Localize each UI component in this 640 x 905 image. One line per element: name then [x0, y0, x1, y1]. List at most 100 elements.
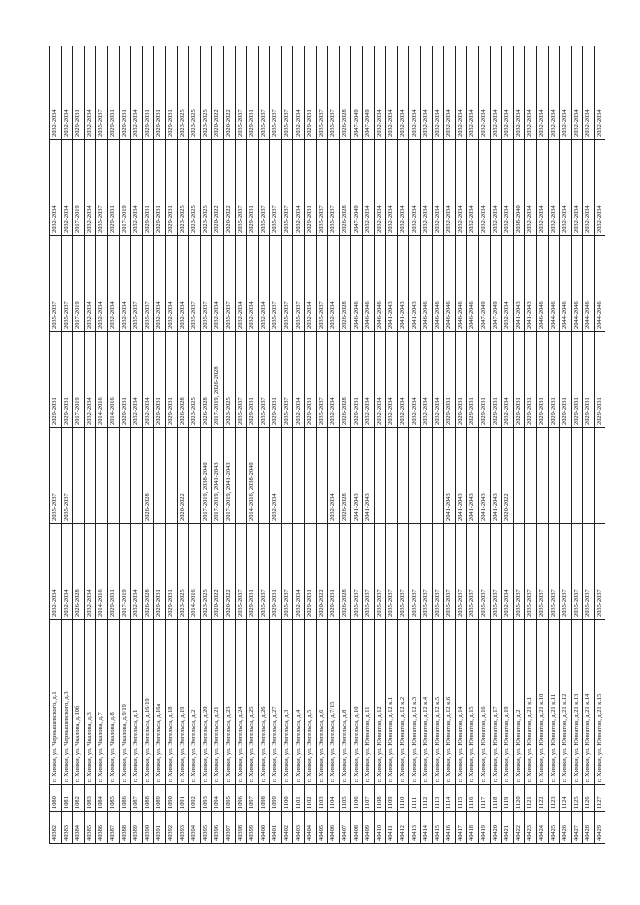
cell-period3: 2029-2031 [559, 331, 572, 428]
cell-id: 40383 [61, 811, 73, 844]
cell-period1: 2035-2037 [524, 523, 537, 620]
cell-period5: 2032-2034 [594, 139, 605, 236]
cell-period4: 2035-2037 [223, 235, 235, 332]
cell-period6: 2029-2031 [142, 46, 154, 140]
cell-period2 [582, 427, 595, 524]
cell-period6: 2035-2037 [235, 46, 247, 140]
cell-id: 40399 [246, 811, 259, 844]
cell-num: 1100 [281, 784, 293, 812]
cell-period3: 2032-2034 [432, 331, 444, 428]
cell-address: г. Химки, ул. Юннатов, д.15 [466, 619, 479, 785]
cell-id: 40397 [223, 811, 235, 844]
cell-period2 [432, 427, 444, 524]
cell-period4: 2046-2046 [536, 235, 549, 332]
cell-period2 [188, 427, 201, 524]
cell-period5: 2032-2034 [49, 139, 62, 236]
cell-period4: 2046-2046 [374, 235, 386, 332]
cell-period1: 2035-2037 [536, 523, 549, 620]
cell-period3: 2029-2031 [490, 331, 502, 428]
cell-period4: 2035-2037 [142, 235, 154, 332]
cell-num: 1093 [200, 784, 212, 812]
cell-period3: 2029-2031 [571, 331, 583, 428]
cell-period3: 2029-2031 [594, 331, 605, 428]
cell-address: г. Химки, ул. Энгельса, д.3 [281, 619, 293, 785]
cell-address: г. Химки, ул. Юннатов, д.17 [490, 619, 502, 785]
cell-period2 [559, 427, 572, 524]
cell-address: г. Химки, ул. Энгельса, д.18 [165, 619, 178, 785]
cell-period2: 2035-2037 [49, 427, 62, 524]
cell-period5: 2032-2034 [455, 139, 467, 236]
cell-period3: 2029-2031 [246, 331, 259, 428]
cell-id: 40418 [466, 811, 479, 844]
cell-id: 40425 [548, 811, 560, 844]
cell-period2: 2041-2043 [478, 427, 491, 524]
cell-period6: 2029-2031 [153, 46, 166, 140]
cell-period4: 2032-2034 [211, 235, 224, 332]
cell-period1: 2035-2037 [548, 523, 560, 620]
cell-id: 40411 [385, 811, 398, 844]
cell-period2: 2032-2034 [269, 427, 282, 524]
cell-period4: 2044-2046 [548, 235, 560, 332]
cell-address: г. Химки, ул. Энгельса, д.8 [339, 619, 351, 785]
cell-period1: 2026-2028 [142, 523, 154, 620]
cell-period4: 2032-2034 [501, 235, 514, 332]
cell-period5: 2032-2034 [292, 139, 305, 236]
cell-period2 [408, 427, 421, 524]
cell-period1: 2026-2028 [339, 523, 351, 620]
cell-num: 1116 [466, 784, 479, 812]
cell-period3: 2029-2031 [61, 331, 73, 428]
cell-address: г. Химки, ул. Юннатов, д.12 к.1 [385, 619, 398, 785]
cell-period6: 2032-2034 [420, 46, 433, 140]
cell-period3: 2035-2037 [235, 331, 247, 428]
cell-num: 1080 [49, 784, 62, 812]
cell-period3: 2026-2028 [177, 331, 189, 428]
cell-period1: 2035-2037 [594, 523, 605, 620]
cell-period3: 2029-2031 [350, 331, 363, 428]
cell-period1: 2035-2037 [582, 523, 595, 620]
cell-period6: 2032-2034 [548, 46, 560, 140]
cell-period1: 2020-2022 [316, 523, 328, 620]
cell-address: г. Химки, ул. Юннатов, д.21 к.13 [571, 619, 583, 785]
cell-period1: 2014-2016 [95, 523, 108, 620]
cell-id: 40388 [119, 811, 131, 844]
cell-period3: 2029-2031 [524, 331, 537, 428]
cell-period1: 2035-2037 [443, 523, 456, 620]
cell-address: г. Химки, ул. Юннатов, д.21 к.12 [559, 619, 572, 785]
cell-period6: 2032-2034 [432, 46, 444, 140]
cell-period5: 2035-2037 [316, 139, 328, 236]
cell-period5: 2029-2031 [304, 139, 317, 236]
cell-address: г. Химки, ул. Юннатов, д.12 к.3 [408, 619, 421, 785]
cell-period6: 2035-2037 [95, 46, 108, 140]
cell-num: 1095 [223, 784, 235, 812]
cell-period2 [235, 427, 247, 524]
cell-num: 1094 [211, 784, 224, 812]
cell-period1: 2035-2037 [350, 523, 363, 620]
cell-period6: 2047-2049 [350, 46, 363, 140]
cell-period4: 2035-2037 [281, 235, 293, 332]
cell-period1: 2029-2031 [107, 523, 120, 620]
cell-period3: 2032-2034 [84, 331, 96, 428]
cell-period4: 2041-2043 [385, 235, 398, 332]
cell-period1: 2032-2034 [130, 523, 143, 620]
cell-period3: 2032-2034 [385, 331, 398, 428]
cell-num: 1089 [153, 784, 166, 812]
cell-period4: 2032-2034 [165, 235, 178, 332]
cell-period4: 2044-2046 [582, 235, 595, 332]
cell-period1: 2035-2037 [513, 523, 525, 620]
cell-num: 1098 [258, 784, 270, 812]
cell-num: 1097 [246, 784, 259, 812]
cell-period6: 2032-2034 [455, 46, 467, 140]
